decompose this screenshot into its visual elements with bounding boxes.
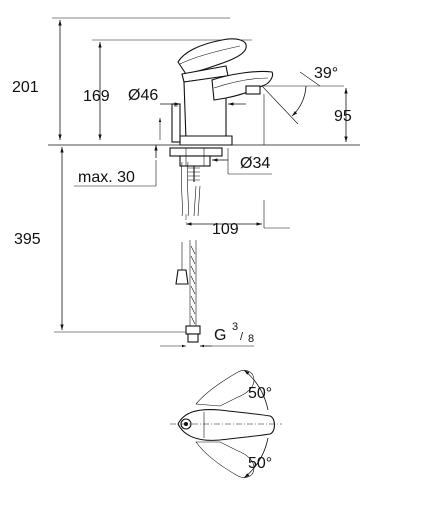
dim-hose-length: 395 [14,147,186,333]
supply-hoses [175,161,201,343]
label-hole-diameter: Ø34 [240,155,270,172]
dim-rotation-bottom: 50° [243,437,272,479]
label-hose-length: 395 [14,231,41,248]
faucet-side-view [171,38,274,146]
label-connection-num: 3 [232,321,238,333]
label-body-diameter: Ø46 [128,87,158,104]
label-rotation-bottom: 50° [248,455,272,472]
dim-lever-angle: 39° [261,65,344,125]
mounting-parts [169,147,223,182]
dim-body-diameter: Ø46 [128,87,246,140]
label-outlet-height: 95 [334,108,352,125]
label-total-height: 201 [12,79,39,96]
label-lever-angle: 39° [314,65,338,82]
label-connection-g: G [214,327,226,344]
dim-max-deck: max. 30 [74,145,158,187]
label-spout-height: 169 [83,88,110,105]
dim-outlet-height: 95 [334,88,352,142]
label-connection-den: 8 [248,333,254,345]
dim-hole-diameter: Ø34 [212,148,272,175]
label-projection: 109 [212,221,239,238]
dim-connection: G 3 / 8 [160,321,254,348]
dim-projection: 109 [186,200,290,238]
svg-text:/: / [240,331,244,343]
faucet-top-view [170,370,282,478]
label-max-deck: max. 30 [78,169,135,186]
label-rotation-top: 50° [248,385,272,402]
dim-rotation-top: 50° [243,369,272,411]
dim-total-height: 201 [12,17,230,140]
